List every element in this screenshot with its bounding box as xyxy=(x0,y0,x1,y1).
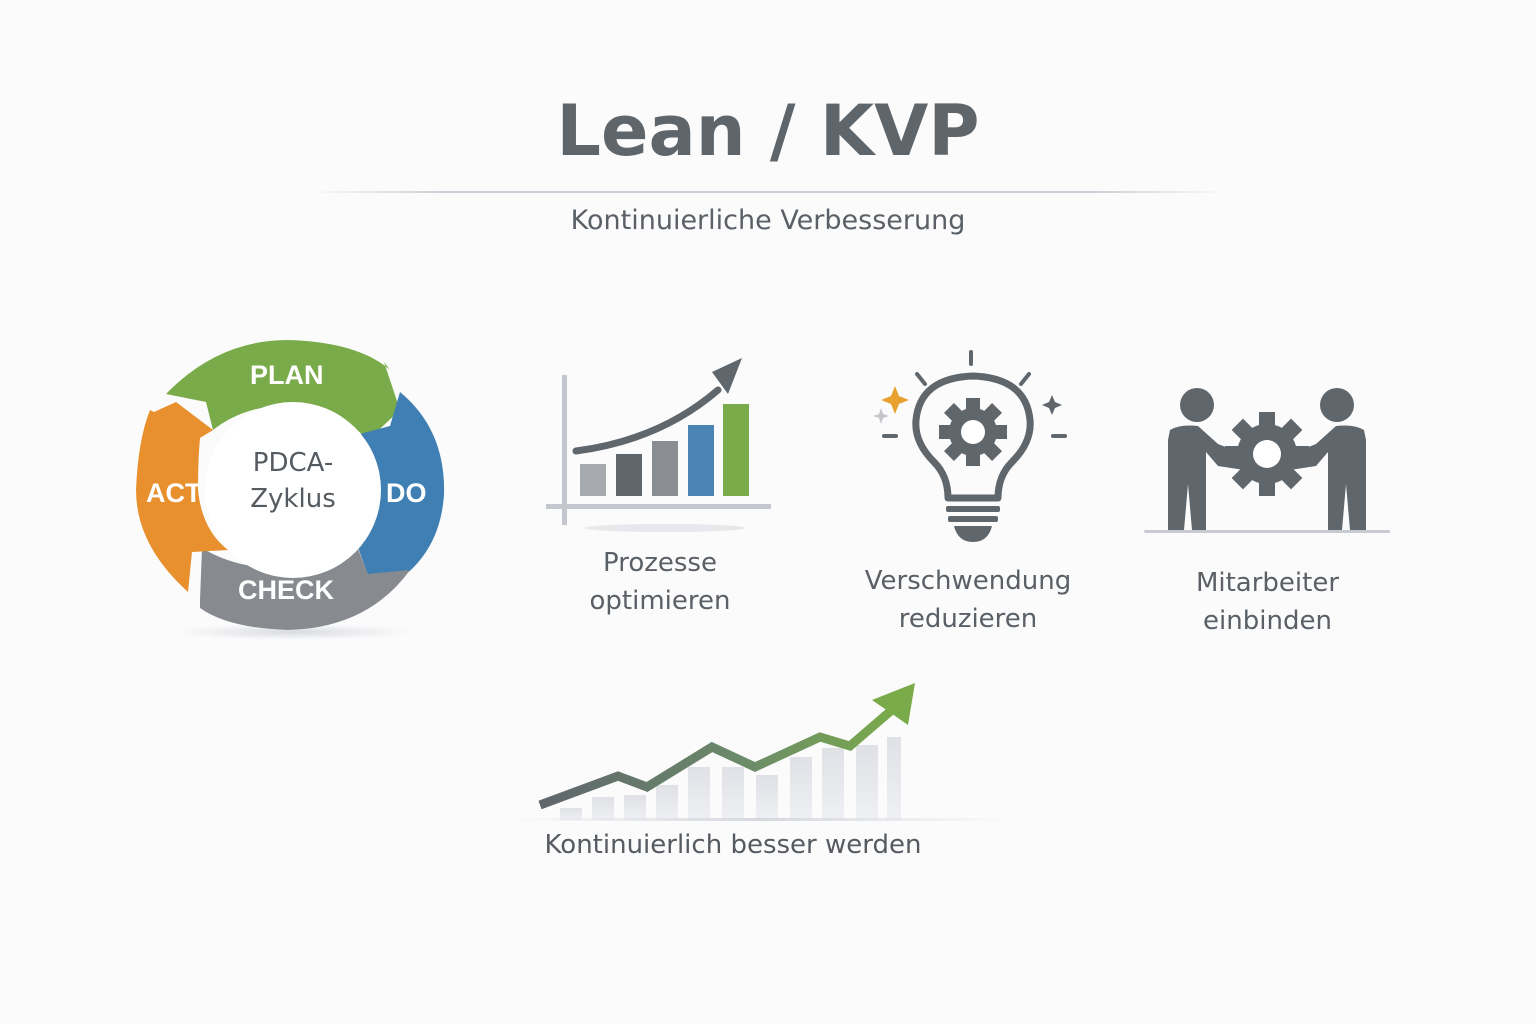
pdca-plan-label: PLAN xyxy=(250,360,324,390)
pdca-cycle-icon xyxy=(136,340,445,640)
bottom-trend-graphic xyxy=(500,675,1020,825)
feature-caption: Verschwendung reduzieren xyxy=(848,562,1088,638)
bottom-caption: Kontinuierlich besser werden xyxy=(544,830,922,860)
feature-caption-line1: Prozesse xyxy=(603,548,717,578)
feature-mitarbeiter-einbinden: Mitarbeiter einbinden xyxy=(1140,380,1395,640)
feature-caption: Prozesse optimieren xyxy=(540,544,780,620)
lightbulb-gear-icon xyxy=(873,350,1067,542)
feature-caption-line2: reduzieren xyxy=(898,604,1038,634)
title-divider xyxy=(310,191,1226,193)
bar-chart-growth-icon xyxy=(546,358,771,532)
pdca-center-line2: Zyklus xyxy=(250,484,336,514)
pdca-center-line1: PDCA- xyxy=(252,448,334,478)
people-gear-icon xyxy=(1144,388,1390,533)
pdca-cycle-diagram: PLAN DO CHECK ACT PDCA- Zyklus xyxy=(128,330,458,650)
feature-caption-line1: Mitarbeiter xyxy=(1195,568,1340,598)
pdca-check-label: CHECK xyxy=(238,575,335,605)
feature-caption-line2: optimieren xyxy=(589,586,731,616)
pdca-act-label: ACT xyxy=(146,478,202,508)
feature-caption-line1: Verschwendung xyxy=(864,566,1072,596)
page-title: Lean / KVP xyxy=(556,90,980,172)
feature-caption-line2: einbinden xyxy=(1203,606,1332,636)
page-subtitle: Kontinuierliche Verbesserung xyxy=(570,205,966,236)
pdca-do-label: DO xyxy=(386,478,427,508)
trend-arrow-icon xyxy=(500,683,1020,821)
feature-caption: Mitarbeiter einbinden xyxy=(1140,564,1395,640)
feature-prozesse-optimieren: Prozesse optimieren xyxy=(540,350,780,620)
pdca-center-label: PDCA- Zyklus xyxy=(228,445,358,517)
feature-verschwendung-reduzieren: Verschwendung reduzieren xyxy=(848,348,1088,638)
